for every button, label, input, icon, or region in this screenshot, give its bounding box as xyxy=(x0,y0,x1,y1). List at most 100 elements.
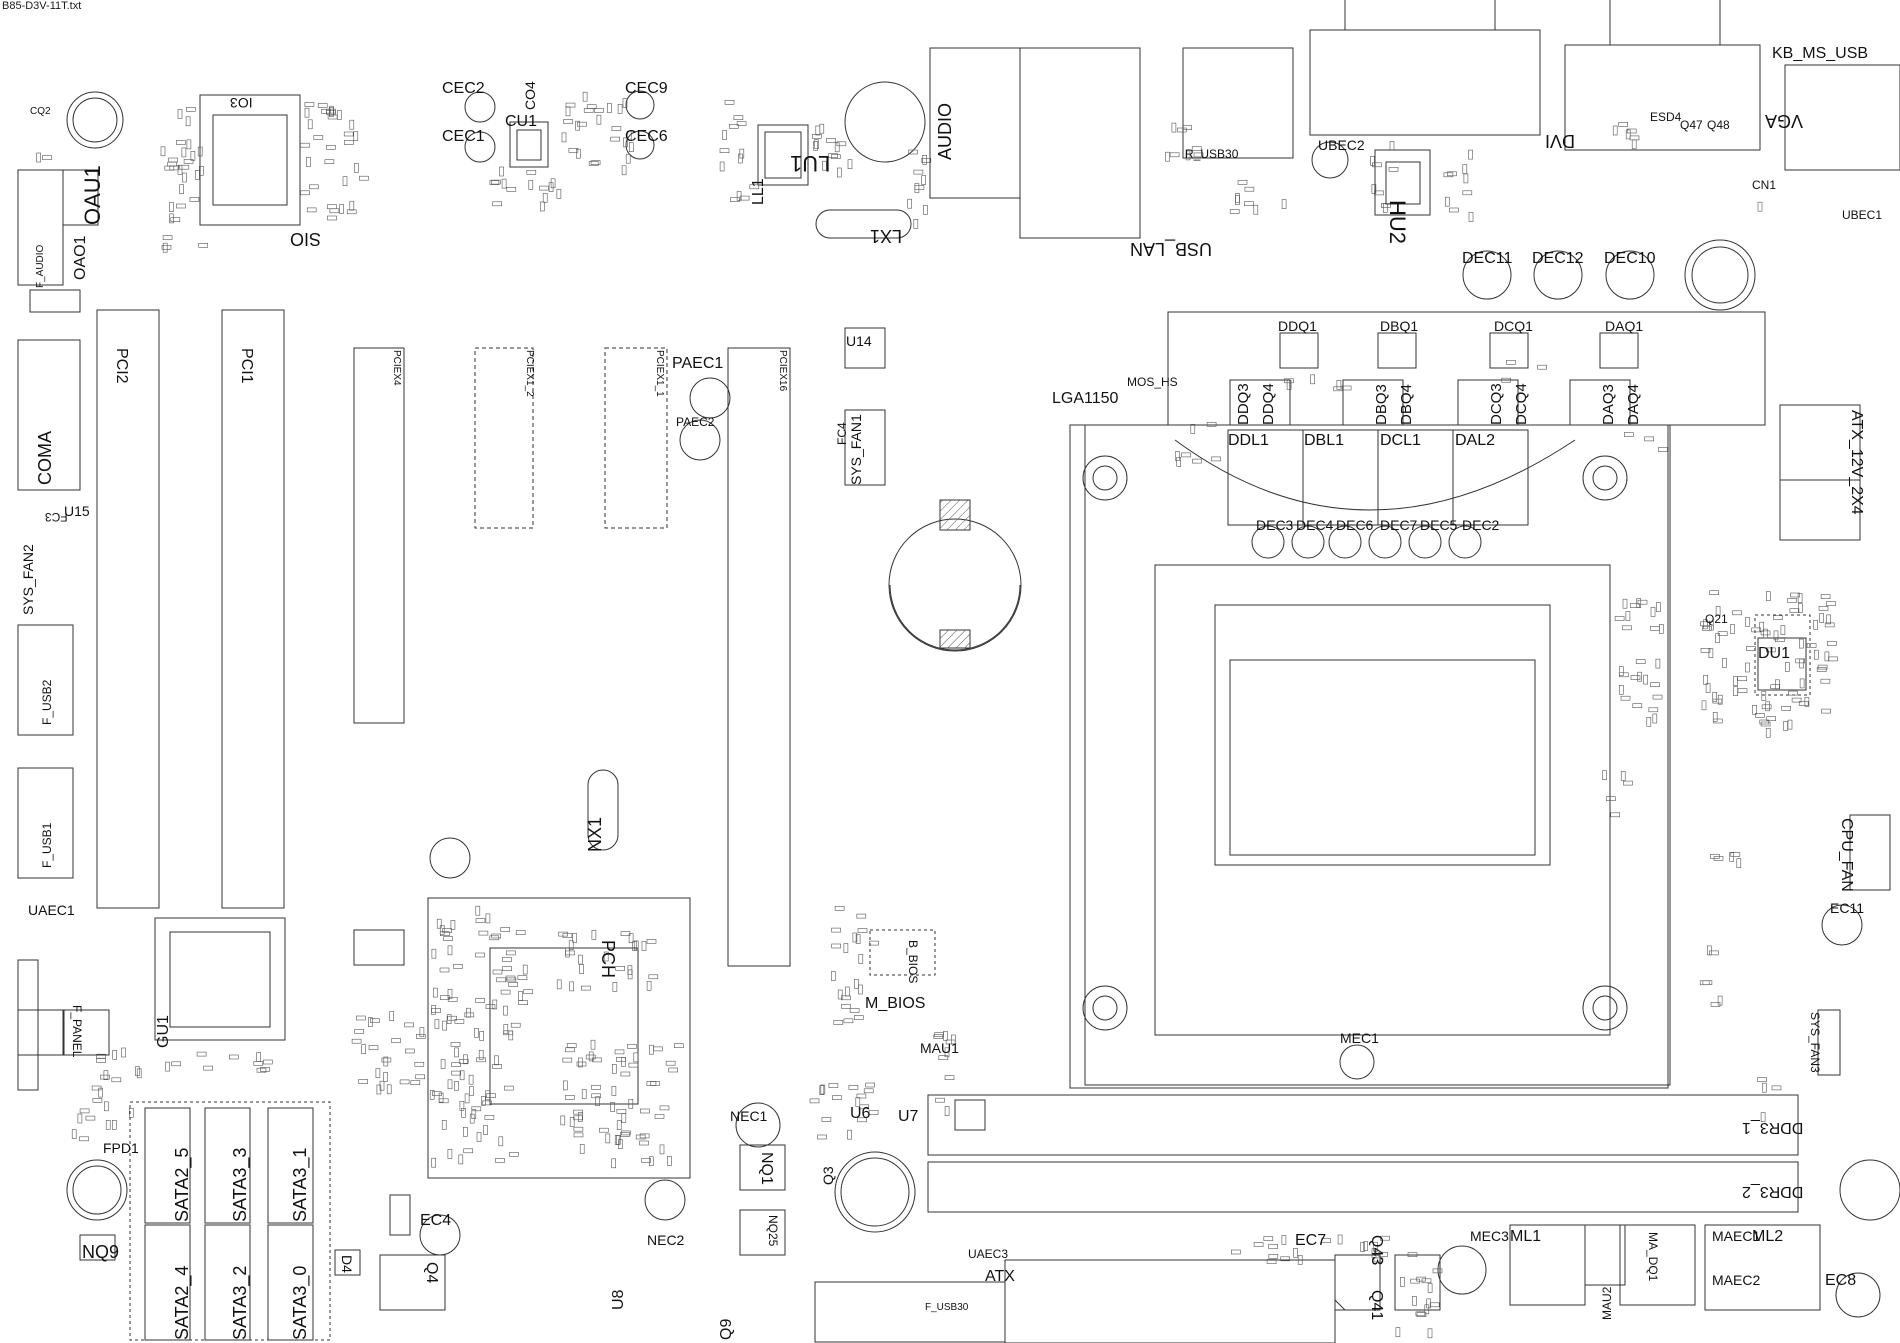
smd-part xyxy=(1717,694,1723,705)
smd-part xyxy=(1372,162,1382,168)
smd-part xyxy=(1235,193,1240,203)
smd-part xyxy=(181,147,187,158)
smd-part xyxy=(510,1022,521,1028)
smd-part xyxy=(944,1106,950,1116)
smd-part xyxy=(471,1109,477,1119)
smd-part xyxy=(442,928,452,933)
dcq1-label: DCQ1 xyxy=(1494,318,1533,334)
smd-part xyxy=(1281,199,1287,209)
smd-part xyxy=(327,215,337,221)
smd-part xyxy=(1602,770,1607,781)
ll1-label: LL1 xyxy=(750,178,767,205)
smd-part xyxy=(349,119,355,130)
smd-part xyxy=(353,131,359,141)
smd-part xyxy=(1231,1249,1241,1255)
smd-part xyxy=(836,167,842,178)
smd-part xyxy=(1620,695,1631,701)
smd-part xyxy=(1797,593,1803,603)
smd-part xyxy=(182,172,187,183)
smd-part xyxy=(944,1047,950,1058)
smd-part xyxy=(828,1083,839,1088)
smd-part xyxy=(575,120,580,131)
q41-label: Q41 xyxy=(1368,1290,1385,1321)
smd-part xyxy=(1781,705,1791,711)
smd-part xyxy=(104,1101,109,1112)
smd-part xyxy=(162,242,168,253)
smd-part xyxy=(1371,184,1377,194)
smd-part xyxy=(722,130,727,140)
smd-part xyxy=(848,1085,859,1090)
smd-part xyxy=(391,1038,401,1043)
uaec3-label: UAEC3 xyxy=(968,1247,1009,1261)
u14-label: U14 xyxy=(846,333,872,349)
smd-part xyxy=(1770,684,1780,690)
smd-part xyxy=(253,1061,264,1066)
smd-part xyxy=(649,1044,654,1055)
smd-part xyxy=(1614,616,1625,621)
smd-part xyxy=(1765,701,1770,712)
smd-part xyxy=(1732,610,1742,616)
smd-part xyxy=(563,119,573,124)
smd-part xyxy=(326,145,336,150)
smd-part xyxy=(1771,1085,1782,1091)
smd-part xyxy=(1827,641,1837,646)
smd-part xyxy=(414,1062,425,1067)
smd-part xyxy=(1737,688,1748,693)
smd-part xyxy=(505,975,516,981)
smd-part xyxy=(170,217,181,222)
q47-label: Q47 xyxy=(1680,118,1703,132)
smd-part xyxy=(490,179,501,185)
smd-part xyxy=(317,103,328,108)
smd-part xyxy=(468,1086,474,1096)
smd-part xyxy=(591,1093,602,1099)
dec2-label: DEC2 xyxy=(1462,517,1500,533)
smd-part xyxy=(1701,700,1707,711)
nq9-label: NQ9 xyxy=(82,1242,120,1262)
smd-part xyxy=(1427,1283,1433,1293)
smd-part xyxy=(307,119,313,130)
smd-part xyxy=(719,148,730,153)
smd-part xyxy=(450,920,456,930)
smd-part xyxy=(1380,1235,1390,1241)
smd-part xyxy=(328,107,334,117)
smd-part xyxy=(1791,697,1802,703)
smd-part xyxy=(326,110,336,115)
smd-part xyxy=(560,1115,566,1126)
maec1-label: MAEC1 xyxy=(1712,1228,1761,1244)
ml2-label: ML2 xyxy=(1752,1228,1784,1245)
smd-part xyxy=(1736,858,1742,869)
smd-part xyxy=(1766,647,1776,653)
nq1-label: NQ1 xyxy=(758,1152,775,1185)
smd-part xyxy=(165,1061,170,1072)
smd-part xyxy=(112,1050,117,1060)
smd-part xyxy=(476,1132,482,1142)
smd-part xyxy=(169,202,174,212)
smd-part xyxy=(1229,209,1240,214)
m-bios-label: M_BIOS xyxy=(865,995,926,1012)
smd-part xyxy=(568,940,574,951)
smd-part xyxy=(834,905,845,911)
smd-part xyxy=(1253,1242,1264,1247)
smd-part xyxy=(339,204,344,214)
smd-part xyxy=(565,1095,575,1100)
smd-part xyxy=(1630,675,1641,680)
smd-part xyxy=(590,160,601,165)
smd-part xyxy=(1759,719,1770,725)
smd-part xyxy=(1813,619,1818,630)
smd-part xyxy=(1635,659,1646,664)
smd-part xyxy=(1410,1278,1420,1284)
lu1-label: LU1 xyxy=(790,151,831,176)
smd-part xyxy=(938,1055,949,1060)
smd-part xyxy=(811,134,822,139)
smd-part xyxy=(1773,615,1783,620)
cpu-fan-label: CPU_FAN xyxy=(1838,818,1855,892)
smd-part xyxy=(308,184,319,190)
smd-part xyxy=(1400,1277,1405,1287)
smd-part xyxy=(498,1136,504,1147)
smd-part xyxy=(943,1031,948,1041)
smd-part xyxy=(381,1057,392,1063)
smd-part xyxy=(300,142,310,148)
pciex1-2-label: PCIEX1_2 xyxy=(524,350,535,397)
smd-part xyxy=(183,159,194,164)
smd-part xyxy=(300,190,310,196)
